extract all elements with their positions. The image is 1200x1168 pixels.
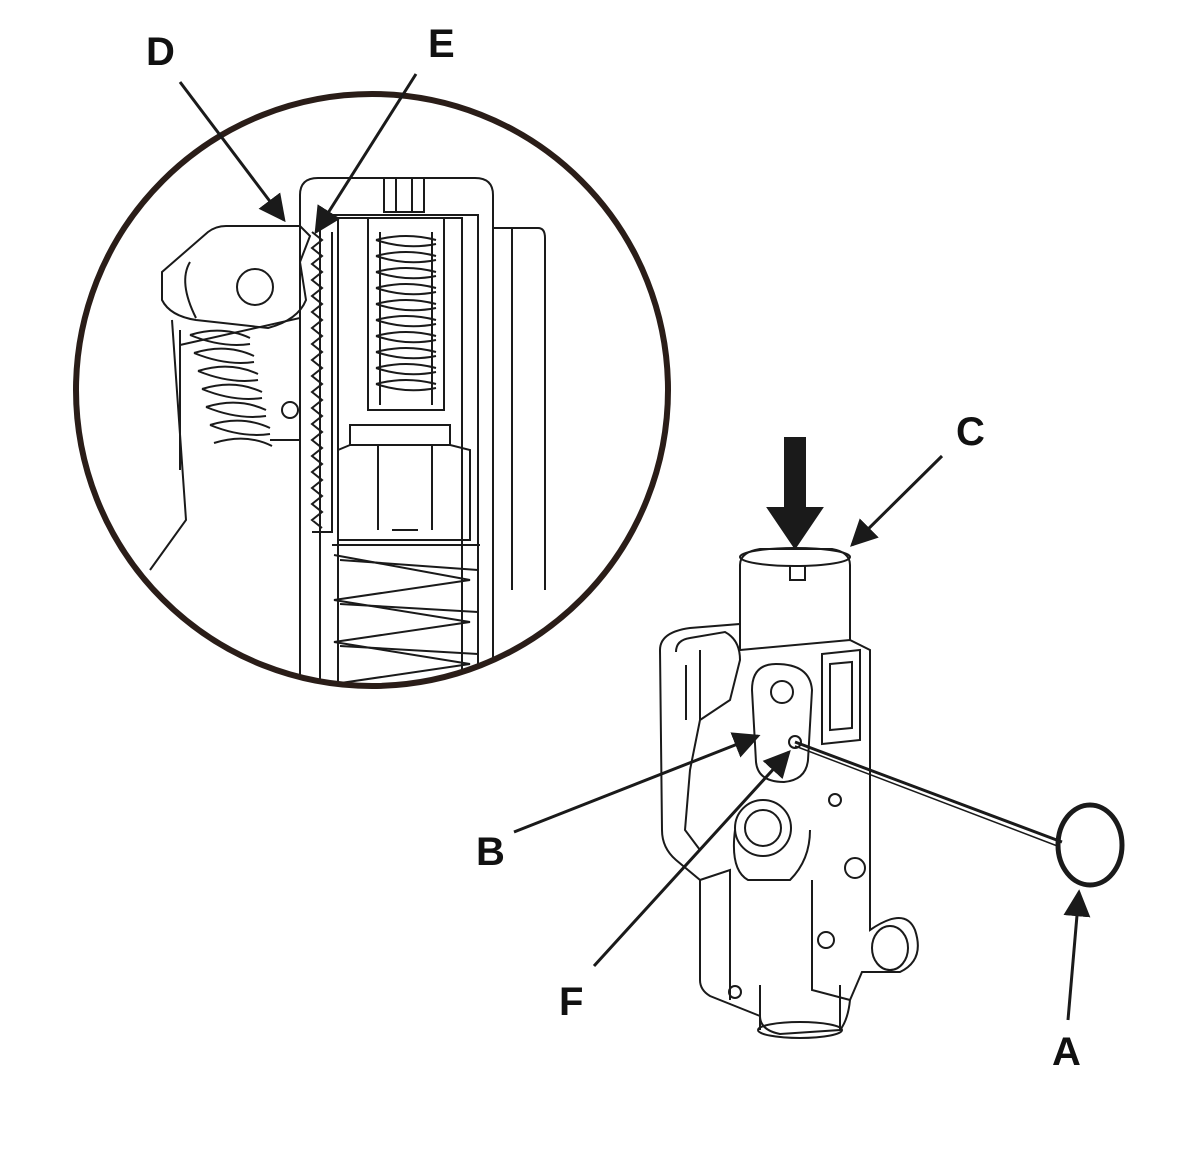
housing-inner-wall [319, 214, 479, 686]
pin-ring [1055, 802, 1125, 888]
plunger-top [739, 548, 851, 640]
callout-a-label: A [1052, 1030, 1081, 1074]
detail-view [73, 91, 671, 689]
leader-a [1063, 889, 1091, 1021]
ratchet-pawl [161, 225, 312, 330]
callout-d-label: D [146, 30, 175, 74]
leader-c [850, 454, 944, 547]
plunger [337, 424, 471, 541]
down-arrow-icon [766, 437, 824, 550]
mounting-ear [871, 925, 909, 971]
leader-b [513, 732, 761, 834]
pin-hole [788, 735, 802, 749]
ratchet-rack [310, 231, 324, 529]
side-rail [493, 227, 546, 590]
plunger-spring [332, 544, 480, 685]
pin-tool [794, 740, 1125, 888]
link-plate [750, 662, 814, 784]
callout-e-label: E [428, 22, 455, 66]
leader-d [178, 81, 286, 223]
pawl-pivot [236, 268, 274, 306]
leader-f [592, 750, 791, 968]
callout-c-label: C [956, 410, 985, 454]
callout-f-label: F [559, 980, 584, 1024]
tensioner-assembly [658, 547, 1125, 1039]
check-valve-spring [375, 235, 437, 392]
detail-circle-outline [73, 91, 671, 689]
leader-e [314, 73, 418, 235]
callout-b-label: B [476, 830, 505, 874]
mounting-boss [734, 799, 792, 857]
pawl-spring [189, 329, 273, 447]
leader-lines [178, 73, 1091, 1021]
tensioner-body [658, 622, 919, 1036]
